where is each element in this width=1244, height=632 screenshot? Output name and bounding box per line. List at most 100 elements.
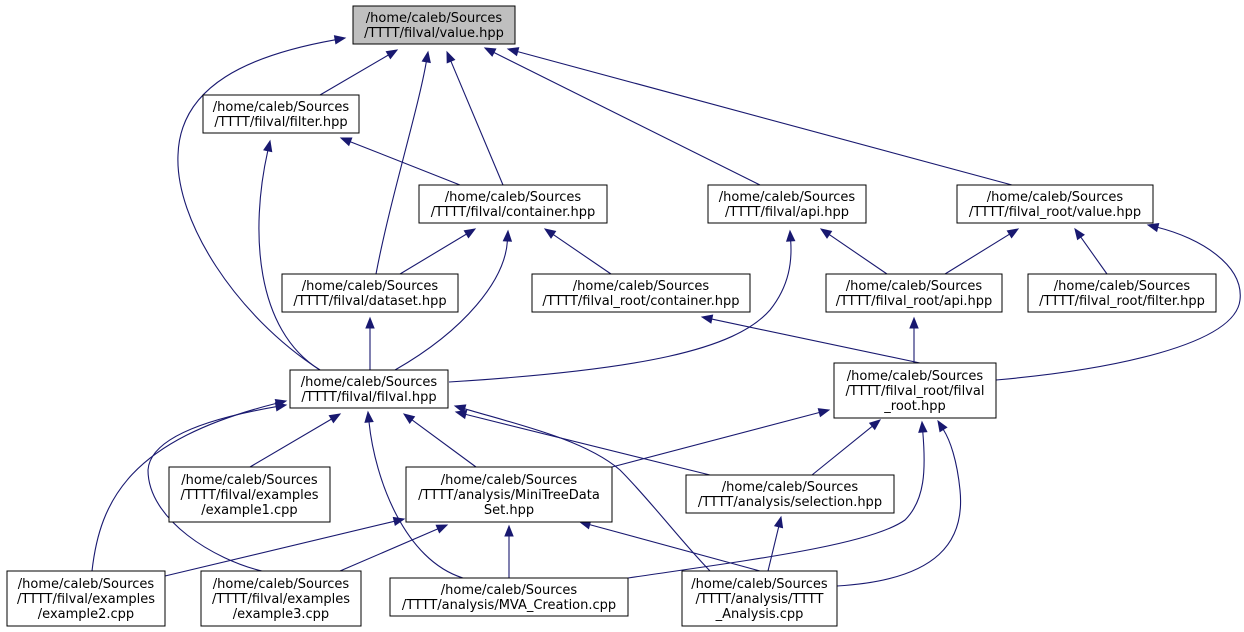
arrowhead	[446, 50, 456, 64]
node-dataset-hpp[interactable]: /home/caleb/Sources/TTTT/filval/dataset.…	[281, 273, 459, 313]
node-box	[707, 184, 867, 224]
node-example1-cpp[interactable]: /home/caleb/Sources/TTTT/filval/examples…	[168, 466, 331, 523]
node-label-line: /home/caleb/Sources	[722, 480, 859, 495]
node-root-value-hpp[interactable]: /home/caleb/Sources/TTTT/filval_root/val…	[956, 184, 1154, 224]
node-container-hpp[interactable]: /home/caleb/Sources/TTTT/filval/containe…	[418, 184, 608, 224]
arrowhead	[700, 314, 714, 324]
node-box	[531, 273, 751, 313]
arrowhead	[365, 316, 375, 329]
arrowhead	[1074, 227, 1085, 241]
node-box	[281, 273, 459, 313]
node-label-line: /example2.cpp	[38, 607, 134, 622]
edge-line	[828, 234, 888, 275]
node-label-line: /home/caleb/Sources	[213, 577, 350, 592]
edge-mva_cpp-to-filval_hpp	[364, 410, 464, 579]
node-label-line: /TTTT/filval_root/value.hpp	[969, 205, 1141, 220]
node-box	[389, 577, 629, 617]
node-filter-hpp[interactable]: /home/caleb/Sources/TTTT/filval/filter.h…	[202, 94, 360, 134]
edge-dataset_hpp-to-value_hpp	[375, 50, 431, 275]
edge-dataset_hpp-to-container_hpp	[399, 228, 477, 275]
edge-api_hpp-to-value_hpp	[483, 47, 761, 186]
node-minitree-hpp[interactable]: /home/caleb/Sources/TTTT/analysis/MiniTr…	[405, 466, 613, 523]
node-filval-root-hpp[interactable]: /home/caleb/Sources/TTTT/filval_root/fil…	[833, 362, 997, 419]
node-box	[352, 5, 516, 45]
edge-line	[177, 39, 336, 371]
node-api-hpp[interactable]: /home/caleb/Sources/TTTT/filval/api.hpp	[707, 184, 867, 224]
node-root-filter-hpp[interactable]: /home/caleb/Sources/TTTT/filval_root/fil…	[1027, 273, 1217, 313]
node-label-line: /example3.cpp	[233, 607, 329, 622]
edge-root_filter_hpp-to-root_value_hpp	[1074, 227, 1108, 275]
edge-minitree_hpp-to-filval_hpp	[402, 413, 477, 468]
edge-filval_root_hpp-to-root_api_hpp	[909, 316, 919, 363]
edge-example3_cpp-to-minitree_hpp	[339, 524, 449, 572]
edge-line	[411, 419, 477, 468]
node-selection-hpp[interactable]: /home/caleb/Sources/TTTT/analysis/select…	[685, 474, 895, 514]
arrowhead	[263, 139, 273, 153]
arrowhead	[392, 516, 406, 527]
node-example3-cpp[interactable]: /home/caleb/Sources/TTTT/filval/examples…	[200, 570, 362, 627]
edge-root_api_hpp-to-root_value_hpp	[944, 228, 1020, 275]
node-label-line: /TTTT/filval_root/container.hpp	[542, 294, 739, 309]
edge-line	[944, 233, 1010, 275]
node-label-line: /TTTT/analysis/TTTT	[696, 592, 824, 607]
edge-root_api_hpp-to-api_hpp	[819, 228, 888, 275]
edge-line	[164, 520, 395, 577]
edge-filval_root_hpp-to-root_container_hpp	[700, 314, 921, 364]
edge-line	[517, 51, 1013, 186]
node-box	[202, 94, 360, 134]
node-layer: /home/caleb/Sources/TTTT/filval/value.hp…	[6, 5, 1217, 627]
edge-filval_hpp-to-api_hpp	[448, 229, 796, 383]
edge-selection_hpp-to-filval_hpp	[454, 409, 711, 476]
node-box	[418, 184, 608, 224]
edge-filval_hpp-to-filter_hpp	[258, 139, 321, 371]
edge-line	[493, 52, 761, 186]
edge-line	[589, 524, 761, 572]
edge-line	[836, 429, 962, 587]
edge-example3_cpp-to-filval_hpp	[147, 402, 288, 572]
arrowhead	[421, 50, 431, 64]
edge-filval_hpp-to-container_hpp	[394, 229, 513, 371]
edge-mva_cpp-to-filval_root_hpp	[627, 420, 928, 579]
edge-line	[711, 318, 921, 364]
arrowhead	[506, 47, 520, 57]
node-label-line: /TTTT/filval_root/filval	[846, 384, 985, 399]
edge-filval_hpp-to-dataset_hpp	[365, 316, 375, 370]
node-box	[833, 362, 997, 419]
node-box	[289, 369, 449, 409]
node-tttt-analysis-cpp[interactable]: /home/caleb/Sources/TTTT/analysis/TTTT_A…	[681, 570, 838, 627]
edge-line	[464, 408, 711, 572]
edge-tttt_analysis_cpp-to-filval_root_hpp	[836, 419, 962, 587]
node-root-container-hpp[interactable]: /home/caleb/Sources/TTTT/filval_root/con…	[531, 273, 751, 313]
arrowhead	[773, 515, 784, 529]
node-filval-hpp[interactable]: /home/caleb/Sources/TTTT/filval/filval.h…	[289, 369, 449, 409]
node-label-line: /TTTT/filval/examples	[180, 488, 318, 503]
node-label-line: /home/caleb/Sources	[441, 473, 578, 488]
arrowhead	[868, 419, 882, 431]
node-example2-cpp[interactable]: /home/caleb/Sources/TTTT/filval/examples…	[6, 570, 166, 627]
edge-tttt_analysis_cpp-to-selection_hpp	[767, 515, 784, 572]
node-mva-cpp[interactable]: /home/caleb/Sources/TTTT/analysis/MVA_Cr…	[389, 577, 629, 617]
node-label-line: /TTTT/filval/examples	[17, 592, 155, 607]
edge-line	[350, 141, 461, 186]
edge-layer	[91, 35, 1241, 587]
arrowhead	[453, 404, 467, 414]
node-box	[685, 474, 895, 514]
node-label-line: _root.hpp	[883, 399, 945, 414]
arrowhead	[504, 524, 514, 537]
node-box	[168, 466, 331, 523]
edge-root_value_hpp-to-value_hpp	[506, 47, 1013, 186]
node-label-line: /TTTT/filval/filter.hpp	[214, 115, 347, 130]
node-label-line: /home/caleb/Sources	[302, 279, 439, 294]
node-value-hpp[interactable]: /home/caleb/Sources/TTTT/filval/value.hp…	[352, 5, 516, 45]
node-label-line: /TTTT/filval/dataset.hpp	[293, 294, 446, 309]
arrowhead	[339, 137, 353, 147]
edge-filter_hpp-to-value_hpp	[319, 49, 399, 96]
arrowhead	[1146, 222, 1160, 233]
edge-line	[147, 406, 277, 572]
node-root-api-hpp[interactable]: /home/caleb/Sources/TTTT/filval_root/api…	[825, 273, 1003, 313]
arrowhead	[918, 420, 928, 433]
node-label-line: /TTTT/filval_root/api.hpp	[836, 294, 993, 309]
node-label-line: /home/caleb/Sources	[213, 100, 350, 115]
arrowhead	[364, 410, 374, 423]
